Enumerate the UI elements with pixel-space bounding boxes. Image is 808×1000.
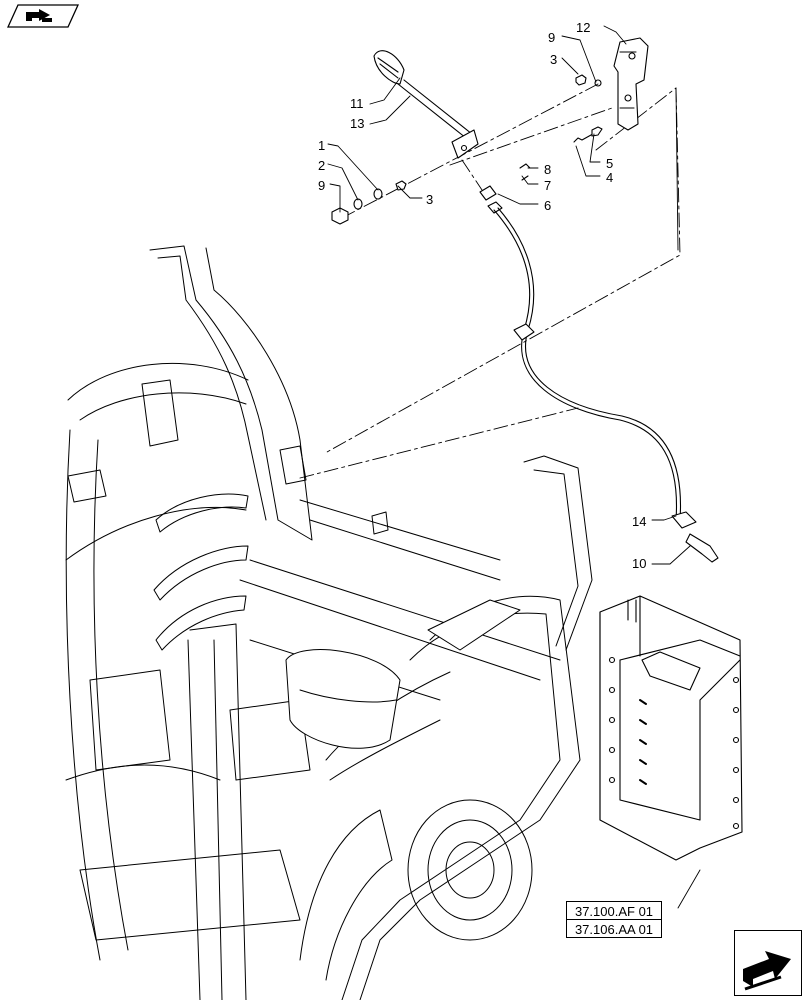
callout-1: 1	[318, 138, 325, 153]
next-page-arrow-icon	[743, 951, 791, 991]
callout-10: 10	[632, 556, 646, 571]
callout-11: 11	[350, 96, 364, 111]
tow-bracket-assembly	[599, 595, 743, 861]
callout-3-left: 3	[426, 192, 433, 207]
callout-13: 13	[350, 116, 364, 131]
back-nav-button[interactable]	[6, 3, 80, 29]
reference-link-2[interactable]: 37.106.AA 01	[566, 919, 662, 938]
cable-end-fittings	[479, 163, 531, 214]
callout-3: 3	[550, 52, 557, 67]
tow-bracket-holes	[608, 656, 740, 830]
callout-2: 2	[318, 158, 325, 173]
callout-5: 5	[606, 156, 613, 171]
callout-12: 12	[576, 20, 590, 35]
callout-9-left: 9	[318, 178, 325, 193]
next-page-button[interactable]	[734, 930, 802, 996]
callout-4: 4	[606, 170, 613, 185]
callout-8: 8	[544, 162, 551, 177]
lever-handle	[373, 50, 479, 159]
callout-9: 9	[548, 30, 555, 45]
tractor-frame	[65, 245, 593, 1000]
back-arrow-icon	[6, 4, 80, 28]
leader-lines	[327, 25, 701, 909]
bracket-part	[613, 37, 649, 131]
center-lines	[299, 83, 681, 479]
control-cable	[493, 207, 719, 563]
callout-14: 14	[632, 514, 646, 529]
callout-7: 7	[544, 178, 551, 193]
bracket-hardware	[573, 74, 603, 143]
callout-6: 6	[544, 198, 551, 213]
callout-labels: 12 9 3 11 13 1 2 9 3 5 4 8 7 6 14 10	[318, 20, 646, 571]
lever-hardware	[331, 180, 407, 225]
reference-link-1[interactable]: 37.100.AF 01	[566, 901, 662, 920]
